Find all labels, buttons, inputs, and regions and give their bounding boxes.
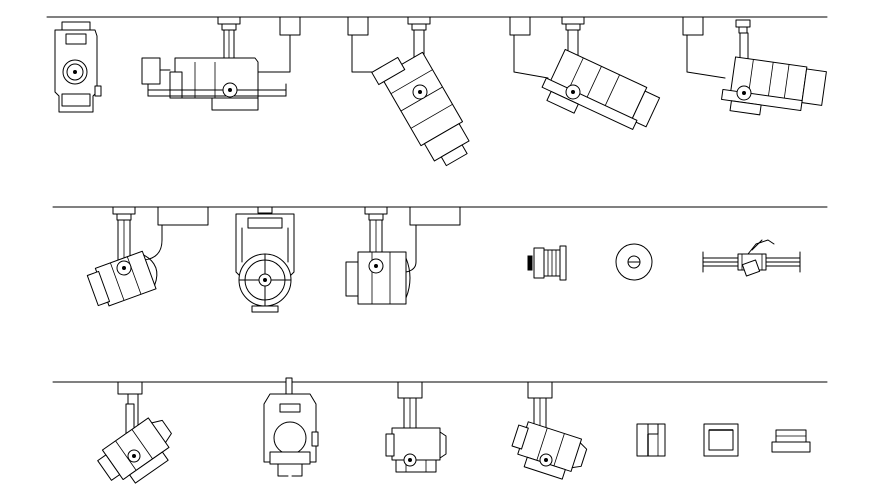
round-socket-cap xyxy=(615,243,653,281)
small-adapter-box xyxy=(636,423,666,457)
track-spotlight-side-horizontal xyxy=(141,16,301,111)
mini-spot-side-down xyxy=(385,381,447,473)
track-spotlight-tilted-down-steep xyxy=(347,16,470,167)
track-spotlight-angled-side xyxy=(86,206,209,307)
square-recessed-box xyxy=(703,423,739,457)
low-profile-cap xyxy=(771,429,811,453)
track-connector-coupler xyxy=(702,239,801,277)
mini-spot-angled-right xyxy=(511,381,588,480)
mini-spot-front-view xyxy=(263,377,319,477)
track-spotlight-straight-side xyxy=(345,206,461,305)
track-spotlight-front-view xyxy=(54,21,102,113)
track-adapter-plug xyxy=(527,245,567,281)
mini-spot-angled-left xyxy=(97,381,172,484)
track-spotlight-gimbal-front xyxy=(235,206,295,313)
track-spotlight-tilted-down-slight xyxy=(682,16,827,116)
track-spotlight-tilted-down-medium xyxy=(509,16,661,130)
